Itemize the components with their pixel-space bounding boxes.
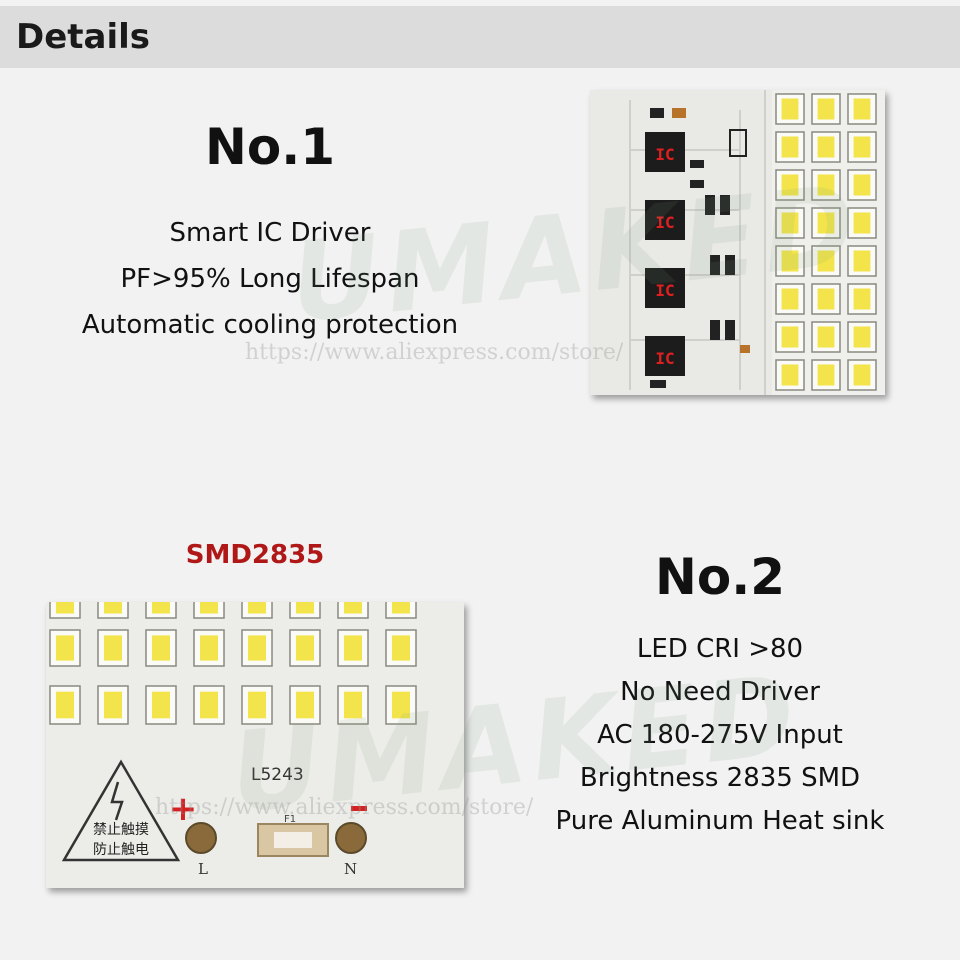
section-1-line: PF>95% Long Lifespan [120,264,420,294]
led-phosphor [104,691,122,719]
led-phosphor [248,691,266,719]
warning-text-line-1: 禁止触摸 [93,822,149,838]
led-phosphor [781,174,799,196]
led-phosphor [152,602,170,614]
led-phosphor [248,602,266,614]
terminal-left-label: L [198,860,208,878]
section-2-line: AC 180-275V Input [597,720,843,750]
terminal-left-pad [185,822,217,854]
minus-sign-mark [351,806,367,811]
led-phosphor [200,602,218,614]
section-2-text: No.2 LED CRI >80 No Need Driver AC 180-2… [520,548,920,843]
led-phosphor [200,691,218,719]
led-phosphor [817,174,835,196]
led-phosphor [296,635,314,661]
led-phosphor [817,212,835,234]
ic-label: IC [655,281,674,300]
led-phosphor [781,326,799,348]
terminal-right-label: N [344,860,357,878]
led-phosphor [296,602,314,614]
led-phosphor [781,212,799,234]
board-model-label: L5243 [251,765,304,785]
led-phosphor [853,364,871,386]
led-board-photo: L5243 禁止触摸 防止触电 + L N F1 [46,602,464,888]
section-2-line: Brightness 2835 SMD [579,763,861,793]
led-phosphor [152,691,170,719]
led-phosphor [817,326,835,348]
led-phosphor [56,691,74,719]
led-phosphor [344,635,362,661]
ic-label: IC [655,145,674,164]
led-phosphor [853,98,871,120]
led-phosphor [853,288,871,310]
led-phosphor [817,136,835,158]
ic-label: IC [655,213,674,232]
led-phosphor [781,364,799,386]
led-phosphor [853,212,871,234]
led-phosphor [56,602,74,614]
section-1-line: Automatic cooling protection [81,310,459,340]
led-phosphor [781,288,799,310]
led-phosphor [104,602,122,614]
section-1-line: Smart IC Driver [169,218,371,248]
led-phosphor [344,602,362,614]
led-phosphor [104,635,122,661]
ic-label: IC [655,349,674,368]
led-phosphor [344,691,362,719]
led-board-illustration: L5243 禁止触摸 防止触电 + L N F1 [46,602,464,888]
ic-chip-group: IC IC IC IC [645,132,685,376]
led-phosphor [200,635,218,661]
led-phosphor [817,98,835,120]
smd-type-label: SMD2835 [185,540,325,570]
led-phosphor [853,250,871,272]
section-2-line: LED CRI >80 [636,634,804,664]
section-1-heading: No.1 [205,118,335,176]
high-voltage-warning-icon: 禁止触摸 防止触电 [61,759,181,862]
ic-driver-board-illustration: IC IC IC IC [590,90,885,395]
header-title: Details [16,17,151,57]
led-phosphor [853,136,871,158]
header-bar: Details [0,6,960,68]
section-1-text: No.1 Smart IC Driver PF>95% Long Lifespa… [60,118,480,348]
terminal-right-pad [335,822,367,854]
ic-driver-board-photo: IC IC IC IC [590,90,885,395]
led-phosphor [817,250,835,272]
fuse-label: F1 [284,814,296,825]
led-phosphor [392,691,410,719]
led-phosphor [248,635,266,661]
led-phosphor [853,326,871,348]
led-phosphor [781,250,799,272]
led-phosphor [296,691,314,719]
led-phosphor [392,635,410,661]
led-phosphor [817,288,835,310]
led-phosphor [817,364,835,386]
led-phosphor [56,635,74,661]
warning-text-line-2: 防止触电 [93,842,149,858]
led-phosphor [392,602,410,614]
section-2-heading: No.2 [655,548,785,606]
led-phosphor [781,98,799,120]
plus-sign: + [169,789,198,829]
led-phosphor [853,174,871,196]
led-phosphor [781,136,799,158]
section-2-line: Pure Aluminum Heat sink [555,806,885,836]
section-2-line: No Need Driver [620,677,820,707]
led-phosphor [152,635,170,661]
